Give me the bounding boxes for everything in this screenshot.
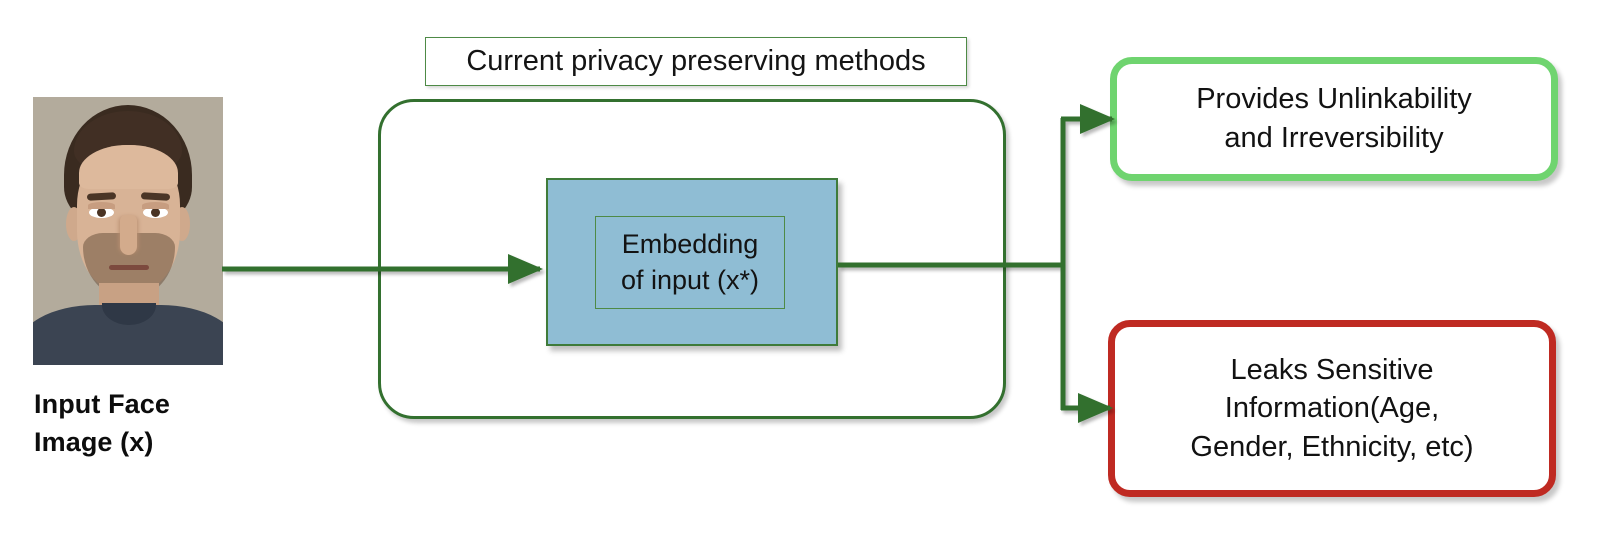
outcome-positive-line2: and Irreversibility — [1224, 122, 1444, 154]
embedding-inner-label: Embedding of input (x*) — [595, 216, 785, 309]
embedding-block: Embedding of input (x*) — [546, 178, 838, 346]
outcome-box-negative: Leaks Sensitive Information(Age, Gender,… — [1108, 320, 1556, 497]
outcome-negative-line2: Information(Age, — [1224, 392, 1440, 425]
face-collar — [102, 303, 156, 325]
input-face-caption-line2: Image (x) — [34, 427, 154, 458]
face-eyebrow-right — [140, 192, 171, 201]
face-eye-right — [143, 207, 168, 218]
face-mouth — [109, 265, 149, 270]
input-face-caption: Input Face Image (x) — [34, 385, 264, 462]
face-pupil-right — [151, 208, 160, 217]
face-eyelid-right — [142, 202, 169, 209]
method-title-box: Current privacy preserving methods — [425, 37, 967, 86]
method-title-label: Current privacy preserving methods — [466, 45, 926, 77]
face-eyelid-left — [88, 202, 115, 209]
outcome-negative-line1: Leaks Sensitive — [1230, 354, 1434, 387]
input-face-caption-line1: Input Face — [34, 389, 171, 419]
embedding-label-line1: Embedding — [621, 229, 759, 260]
face-pupil-left — [97, 208, 106, 217]
face-eye-left — [89, 207, 114, 218]
outcome-box-positive: Provides Unlinkability and Irreversibili… — [1110, 57, 1558, 181]
embedding-label-line2: of input (x*) — [620, 264, 760, 295]
face-nose — [120, 215, 137, 255]
input-face-image — [33, 97, 223, 365]
face-forehead — [79, 145, 178, 189]
outcome-negative-line3: Gender, Ethnicity, etc) — [1190, 430, 1474, 463]
outcome-positive-line1: Provides Unlinkability — [1196, 83, 1472, 116]
